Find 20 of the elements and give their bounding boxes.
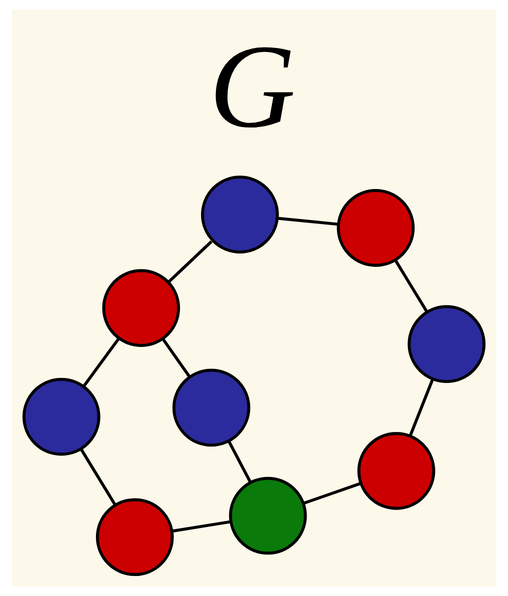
node-circle — [229, 476, 307, 555]
diagram-title: G — [209, 19, 296, 152]
connector — [82, 338, 120, 387]
node-circle — [102, 269, 180, 347]
connector — [172, 520, 230, 533]
node-circle — [172, 368, 250, 447]
connector — [228, 441, 252, 483]
connector — [409, 380, 434, 436]
connector — [394, 260, 428, 312]
node-circle — [96, 498, 174, 576]
connector — [278, 216, 338, 226]
node-circle — [336, 189, 415, 267]
connector — [304, 482, 360, 505]
connector — [168, 240, 212, 283]
connector — [162, 338, 191, 378]
node-circle — [22, 378, 100, 456]
node-circle — [201, 176, 279, 254]
node-circle — [408, 305, 486, 384]
node-circle — [357, 432, 436, 510]
connector — [80, 448, 116, 506]
